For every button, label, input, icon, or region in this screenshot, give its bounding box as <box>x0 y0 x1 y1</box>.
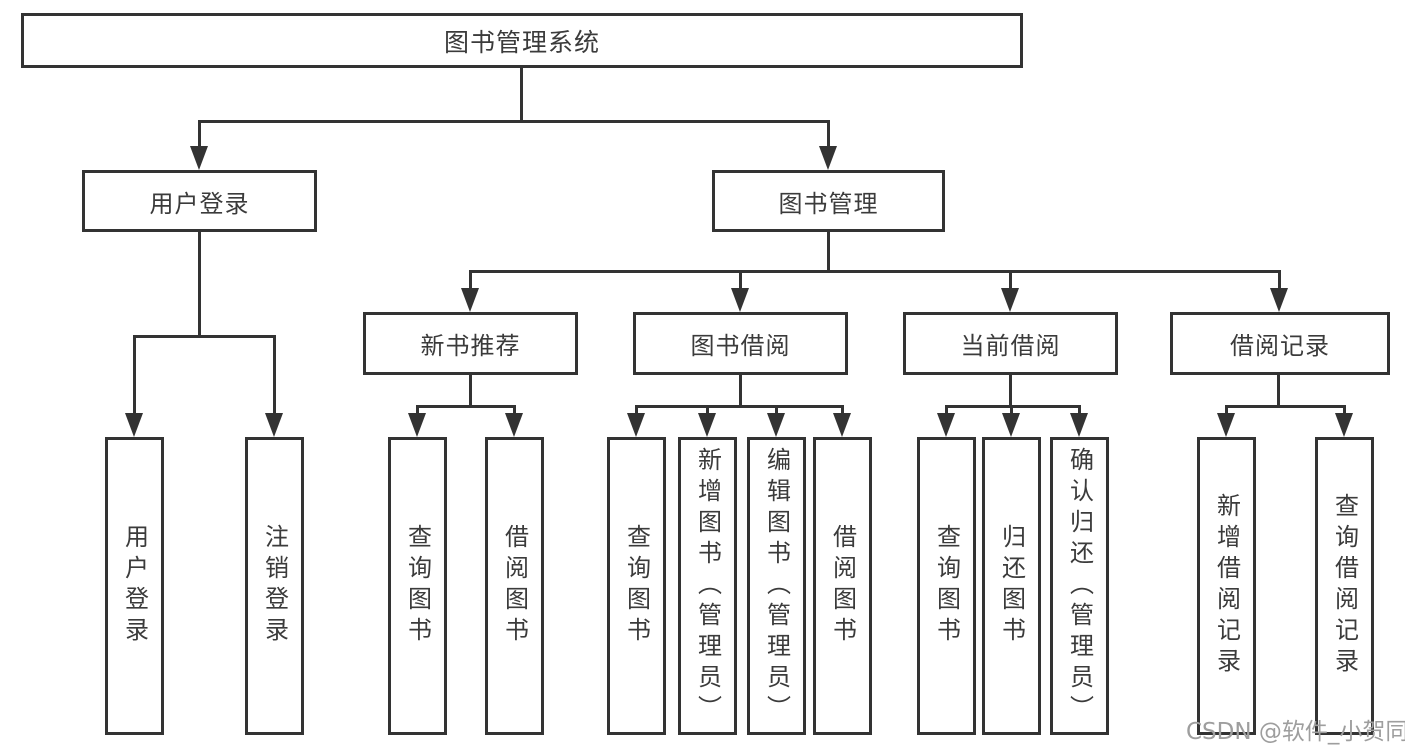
arrowhead-down-icon <box>1217 413 1235 437</box>
leaf-borrow-book-recommend: 借阅图书 <box>485 437 544 735</box>
connector-line <box>520 68 523 123</box>
arrowhead-down-icon <box>190 146 208 170</box>
leaf-query-borrow-record: 查询借阅记录 <box>1315 437 1374 735</box>
arrowhead-down-icon <box>937 413 955 437</box>
leaf-edit-book-admin: 编辑图书（管理员） <box>747 437 806 735</box>
arrowhead-down-icon <box>819 146 837 170</box>
connector-line <box>945 405 948 415</box>
leaf-confirm-return-admin: 确认归还（管理员） <box>1050 437 1109 735</box>
watermark: CSDN @软件_小贺同学 <box>1186 719 1405 745</box>
connector-line <box>416 405 419 415</box>
connector-line <box>1277 375 1280 405</box>
arrowhead-down-icon <box>731 288 749 312</box>
leaf-confirm-return-admin-label: 确认归还（管理员） <box>1065 446 1094 726</box>
arrowhead-down-icon <box>1270 288 1288 312</box>
arrowhead-down-icon <box>1002 413 1020 437</box>
leaf-user-login-label: 用户登录 <box>120 524 149 648</box>
connector-line <box>827 232 830 270</box>
connector-line <box>133 335 136 415</box>
connector-line <box>1278 270 1281 290</box>
leaf-query-borrow-record-label: 查询借阅记录 <box>1330 493 1359 679</box>
node-book-management: 图书管理 <box>712 170 945 232</box>
leaf-query-book-recommend: 查询图书 <box>388 437 447 735</box>
node-root-library-system: 图书管理系统 <box>21 13 1023 68</box>
leaf-query-book-borrow: 查询图书 <box>607 437 666 735</box>
leaf-borrow-book-recommend-label: 借阅图书 <box>500 524 529 648</box>
connector-line <box>513 405 516 415</box>
leaf-query-book-borrow-label: 查询图书 <box>622 524 651 648</box>
leaf-borrow-book-label: 借阅图书 <box>828 524 857 648</box>
leaf-query-book-recommend-label: 查询图书 <box>403 524 432 648</box>
leaf-add-borrow-record: 新增借阅记录 <box>1197 437 1256 735</box>
leaf-logout-label: 注销登录 <box>260 524 289 648</box>
connector-line <box>273 335 276 415</box>
leaf-query-book-current-label: 查询图书 <box>932 524 961 648</box>
leaf-borrow-book: 借阅图书 <box>813 437 872 735</box>
connector-line <box>841 405 844 415</box>
arrowhead-down-icon <box>767 413 785 437</box>
connector-line <box>775 405 778 415</box>
connector-line <box>1225 405 1346 408</box>
connector-line <box>1009 270 1012 290</box>
connector-line <box>469 270 1281 273</box>
connector-line <box>1225 405 1228 415</box>
arrowhead-down-icon <box>1001 288 1019 312</box>
connector-line <box>1078 405 1081 415</box>
leaf-query-book-current: 查询图书 <box>917 437 976 735</box>
arrowhead-down-icon <box>265 413 283 437</box>
arrowhead-down-icon <box>698 413 716 437</box>
connector-line <box>706 405 709 415</box>
connector-line <box>635 405 638 415</box>
node-book-borrow: 图书借阅 <box>633 312 848 375</box>
connector-line <box>739 375 742 405</box>
arrowhead-down-icon <box>125 413 143 437</box>
arrowhead-down-icon <box>461 288 479 312</box>
arrowhead-down-icon <box>408 413 426 437</box>
connector-line <box>827 120 830 148</box>
leaf-return-book: 归还图书 <box>982 437 1041 735</box>
connector-line <box>1343 405 1346 415</box>
leaf-add-book-admin: 新增图书（管理员） <box>678 437 737 735</box>
node-borrow-records: 借阅记录 <box>1170 312 1390 375</box>
leaf-return-book-label: 归还图书 <box>997 524 1026 648</box>
connector-line <box>198 120 830 123</box>
arrowhead-down-icon <box>1070 413 1088 437</box>
arrowhead-down-icon <box>833 413 851 437</box>
connector-line <box>198 120 201 148</box>
arrowhead-down-icon <box>505 413 523 437</box>
leaf-logout: 注销登录 <box>245 437 304 735</box>
leaf-edit-book-admin-label: 编辑图书（管理员） <box>762 446 791 726</box>
node-user-login: 用户登录 <box>82 170 317 232</box>
connector-line <box>469 270 472 290</box>
connector-line <box>1009 375 1012 405</box>
connector-line <box>945 405 1081 408</box>
leaf-add-borrow-record-label: 新增借阅记录 <box>1212 493 1241 679</box>
connector-line <box>416 405 516 408</box>
connector-line <box>635 405 844 408</box>
connector-line <box>1010 405 1013 415</box>
leaf-add-book-admin-label: 新增图书（管理员） <box>693 446 722 726</box>
connector-line <box>133 335 276 338</box>
connector-line <box>739 270 742 290</box>
node-current-borrow: 当前借阅 <box>903 312 1118 375</box>
node-new-book-recommend: 新书推荐 <box>363 312 578 375</box>
leaf-user-login: 用户登录 <box>105 437 164 735</box>
arrowhead-down-icon <box>1335 413 1353 437</box>
connector-line <box>198 232 201 335</box>
arrowhead-down-icon <box>627 413 645 437</box>
connector-line <box>469 375 472 405</box>
